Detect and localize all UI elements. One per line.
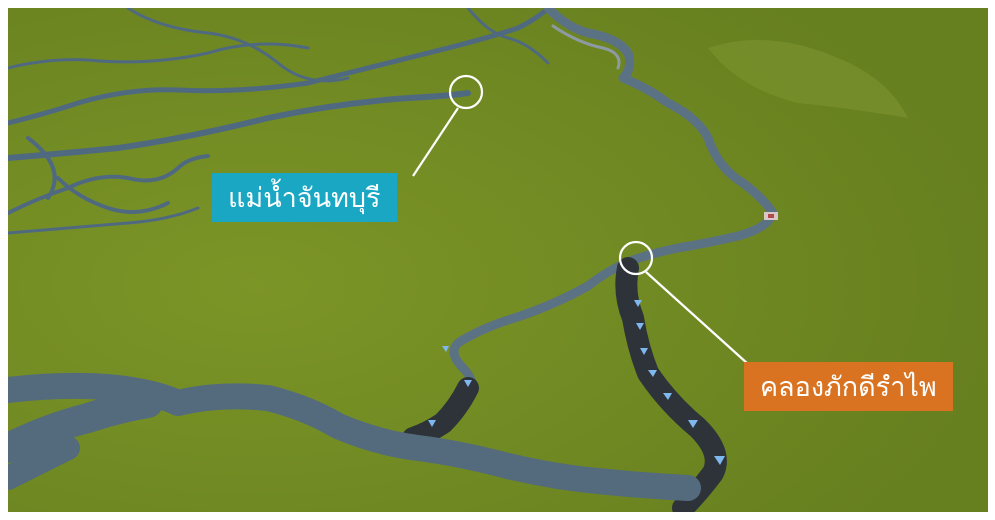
callout-line-canal	[645, 271, 749, 365]
sluice-gate-marker-detail	[768, 214, 774, 218]
flow-arrow	[688, 420, 698, 428]
label-phakdi-rambai-canal: คลองภักดีรำไพ	[744, 362, 953, 411]
lower-river	[8, 372, 701, 501]
callout-circle-canal	[618, 240, 654, 276]
flow-arrow	[636, 323, 644, 330]
upper-river-network	[8, 8, 551, 235]
flow-arrow	[663, 393, 672, 400]
flow-arrow	[634, 300, 642, 307]
flow-arrow	[648, 370, 657, 377]
flow-arrows	[428, 300, 725, 465]
flow-arrow	[428, 420, 436, 427]
map-scene: แม่น้ำจันทบุรี คลองภักดีรำไพ	[8, 8, 988, 512]
callout-line-river	[412, 107, 459, 177]
callouts	[412, 74, 749, 365]
map-terrain	[8, 8, 988, 512]
canal-path	[402, 257, 727, 512]
flow-arrow	[442, 346, 449, 352]
callout-circle-river	[448, 74, 484, 110]
main-river	[433, 8, 778, 438]
flow-arrow	[640, 348, 648, 355]
hill-area	[708, 40, 908, 118]
flow-arrow	[464, 380, 472, 387]
flow-arrow	[714, 456, 725, 465]
label-chanthaburi-river: แม่น้ำจันทบุรี	[212, 173, 397, 222]
